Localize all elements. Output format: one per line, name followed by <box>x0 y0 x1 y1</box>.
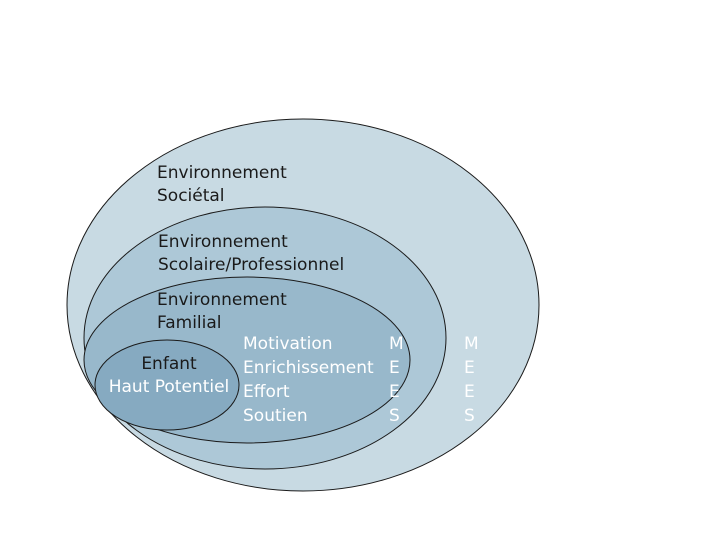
mees-inner-acronym: M E E S <box>389 332 404 428</box>
familial-line1: Environnement <box>157 290 287 310</box>
enfant-line1: Enfant <box>141 354 197 374</box>
societal-line1: Environnement <box>157 163 287 183</box>
mees-outer-acronym: M E E S <box>464 332 479 428</box>
scolaire-line2: Scolaire/Professionnel <box>158 255 345 275</box>
societal-line2: Sociétal <box>157 186 225 206</box>
enfant-label: Enfant Haut Potentiel <box>100 353 238 399</box>
acronym-letter: E <box>464 358 475 378</box>
acronym-letter: E <box>389 358 400 378</box>
acronym-letter: E <box>464 382 475 402</box>
acronym-letter: M <box>464 334 479 354</box>
familial-label: Environnement Familial <box>157 289 287 335</box>
factor-item: Soutien <box>243 406 308 426</box>
acronym-letter: E <box>389 382 400 402</box>
acronym-letter: M <box>389 334 404 354</box>
factors-list: Motivation Enrichissement Effort Soutien <box>243 332 374 428</box>
factor-item: Enrichissement <box>243 358 374 378</box>
acronym-letter: S <box>389 406 400 426</box>
factor-item: Effort <box>243 382 290 402</box>
societal-label: Environnement Sociétal <box>157 162 287 208</box>
acronym-letter: S <box>464 406 475 426</box>
familial-line2: Familial <box>157 313 222 333</box>
enfant-ellipse <box>94 339 240 431</box>
factor-item: Motivation <box>243 334 333 354</box>
enfant-line2: Haut Potentiel <box>108 377 230 397</box>
scolaire-label: Environnement Scolaire/Professionnel <box>158 231 344 277</box>
scolaire-line1: Environnement <box>158 232 288 252</box>
